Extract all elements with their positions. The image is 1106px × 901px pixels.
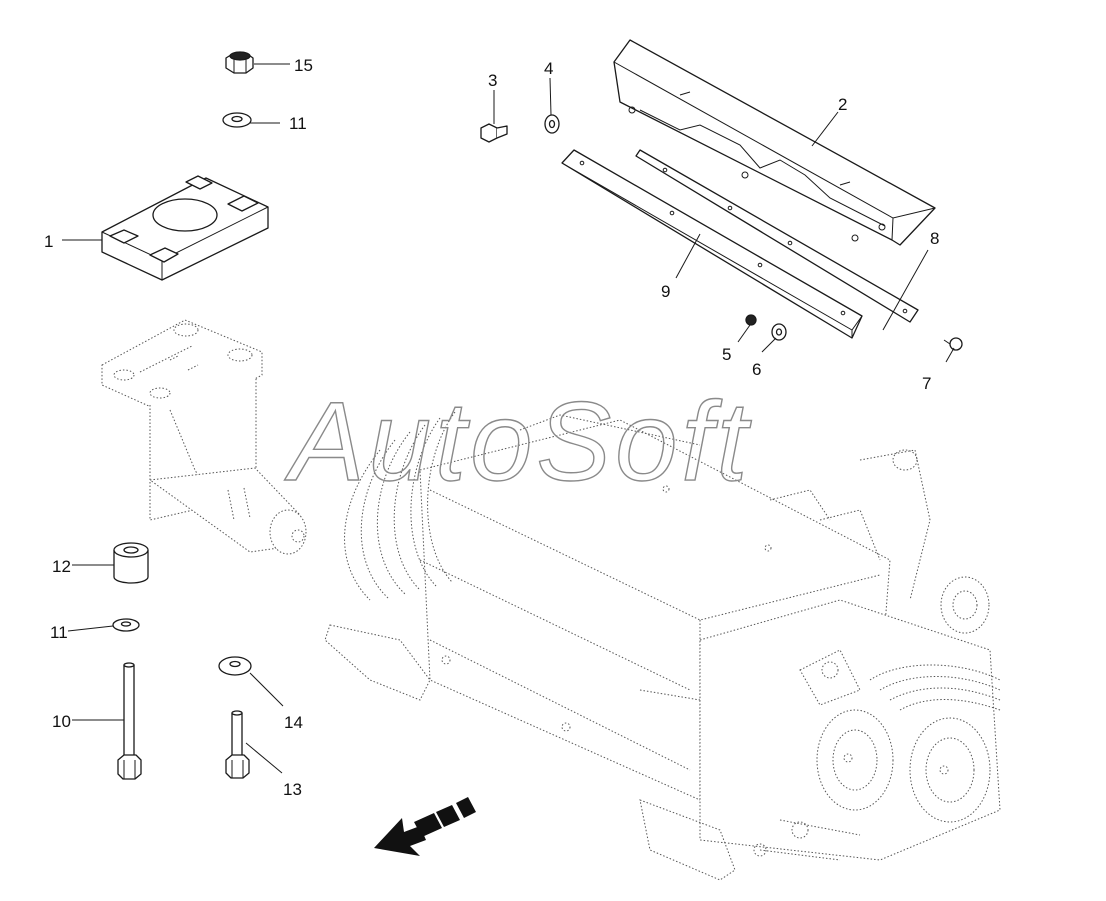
callout-10: 10 xyxy=(52,712,71,731)
callout-14: 14 xyxy=(284,713,303,732)
callout-1: 1 xyxy=(44,232,53,251)
part-5-nut xyxy=(745,314,757,326)
callout-9: 9 xyxy=(661,282,670,301)
callout-labels: 1 2 3 4 5 6 7 8 9 10 11 12 13 14 11 15 xyxy=(44,56,939,799)
callout-13: 13 xyxy=(283,780,302,799)
callout-3: 3 xyxy=(488,71,497,90)
part-11-washer-top xyxy=(222,112,252,128)
callout-11-top: 11 xyxy=(289,114,307,133)
part-13-short-bolt xyxy=(225,710,250,779)
part-15-locknut xyxy=(225,51,254,74)
watermark: AutoSoft xyxy=(284,379,752,504)
part-7-screw xyxy=(943,337,963,351)
part-1-slotted-block xyxy=(101,175,269,281)
callout-6: 6 xyxy=(752,360,761,379)
part-6-washer xyxy=(771,323,787,341)
callout-11-bottom: 11 xyxy=(50,623,68,642)
callout-5: 5 xyxy=(722,345,731,364)
ghost-mounting-bracket xyxy=(101,319,307,555)
callout-8: 8 xyxy=(930,229,939,248)
part-14-washer xyxy=(218,656,252,676)
part-2-cover xyxy=(613,39,936,246)
callout-7: 7 xyxy=(922,374,931,393)
direction-arrow-icon xyxy=(374,797,476,856)
part-4-washer xyxy=(544,114,560,134)
ghost-gear-housing xyxy=(639,449,1001,881)
part-8-strip xyxy=(635,149,919,323)
part-3-bolt xyxy=(480,123,508,143)
callout-4: 4 xyxy=(544,59,553,78)
callout-12: 12 xyxy=(52,557,71,576)
part-11-washer-bottom xyxy=(112,618,140,632)
part-9-rail xyxy=(561,149,863,339)
callout-15: 15 xyxy=(294,56,313,75)
part-10-long-bolt xyxy=(117,662,142,780)
leader-lines xyxy=(62,63,955,774)
part-12-spacer xyxy=(113,542,149,584)
callout-2: 2 xyxy=(838,95,847,114)
